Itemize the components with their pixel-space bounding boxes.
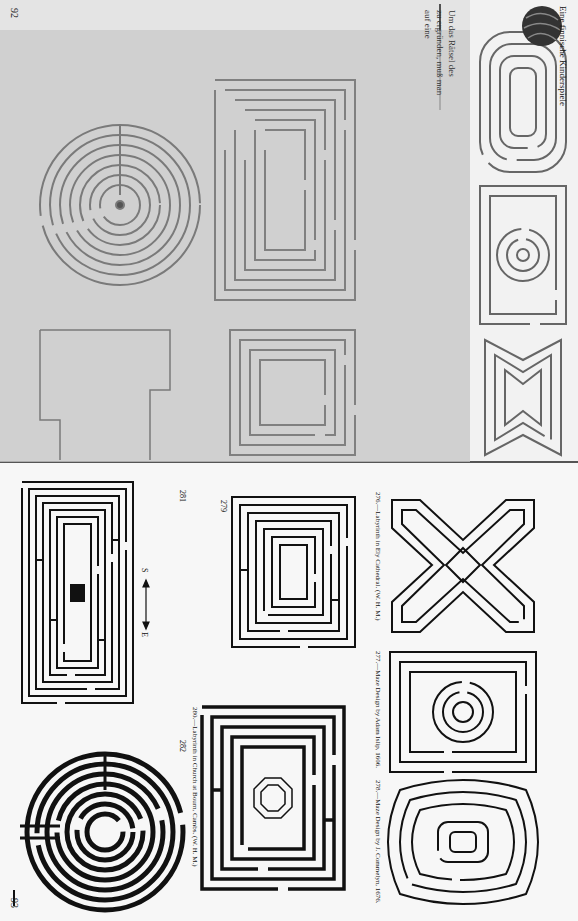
overlay-sheet	[0, 30, 470, 462]
faint-outline	[40, 330, 170, 460]
figure-number: 282	[178, 740, 187, 752]
compass-arrow	[143, 580, 149, 629]
octagon-centre	[254, 778, 292, 818]
figure-caption: 276.—Labyrinth in Ely Cathedral. (W. H. …	[374, 492, 382, 621]
running-head: Eine finnische Kinderspiele	[558, 6, 568, 106]
compass-letter: S	[140, 568, 149, 572]
body-text: zu ergründen, muß man	[435, 10, 445, 95]
maze-278	[388, 780, 538, 904]
page-number: 93	[8, 898, 20, 908]
figure-number: 281	[178, 490, 187, 502]
figure-caption: 280.—Labyrinth in Church at Bourn, Cambs…	[191, 707, 199, 867]
body-text: Um das Rätsel des	[447, 10, 457, 77]
faint-maze	[230, 330, 355, 455]
page-number: 92	[8, 8, 20, 18]
right-page	[0, 462, 578, 921]
faint-circular-labyrinth	[40, 125, 200, 285]
maze-281	[22, 482, 133, 703]
maze-276	[392, 500, 534, 632]
compass-letter: E	[140, 632, 149, 637]
body-text: auf eine	[423, 10, 433, 39]
figure-number: 279	[219, 500, 228, 512]
maze-279	[232, 497, 355, 647]
maze-280	[202, 707, 344, 889]
left-page	[0, 0, 578, 462]
strip-maze	[480, 32, 566, 455]
labyrinth-282	[20, 754, 183, 910]
faint-maze	[215, 80, 355, 300]
figure-caption: 278.—Maze Design by J. Commelyn, 1676.	[374, 780, 382, 903]
maze-277	[390, 652, 536, 772]
figure-caption: 277.—Maze Design by Adam Islip, 1606.	[374, 651, 382, 768]
page-strip	[470, 0, 578, 462]
yarn-ball	[522, 6, 562, 46]
